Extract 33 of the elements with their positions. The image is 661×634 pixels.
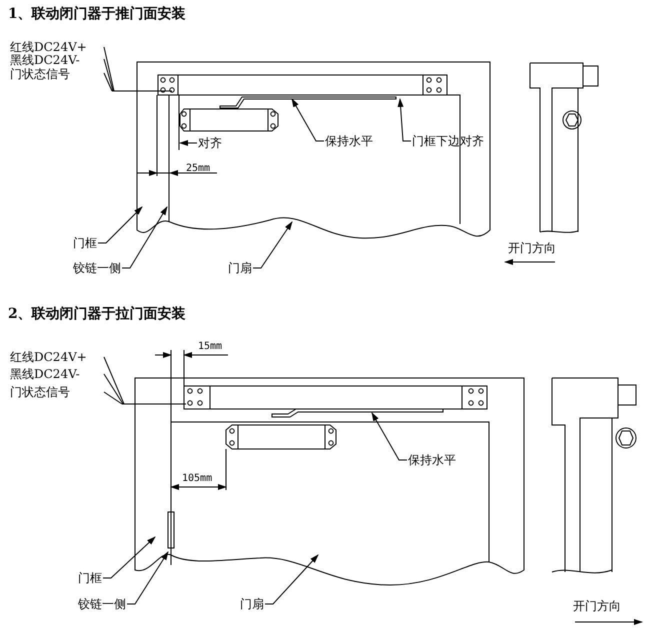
callout-label: 门扇	[240, 597, 264, 611]
leader-line	[179, 140, 198, 146]
callout-label: 对齐	[198, 136, 222, 150]
callout-label: 保持水平	[408, 453, 456, 467]
callout-label: 门扇	[228, 261, 252, 275]
leader-line	[252, 221, 293, 268]
wire-label: 红线DC24V+	[10, 350, 87, 364]
section-heading: 1、联动闭门器于推门面安装	[8, 5, 186, 23]
direction-label: 开门方向	[508, 241, 556, 255]
leader-line	[122, 206, 168, 268]
callout-label: 门框	[78, 571, 102, 585]
dimension-label: 25mm	[186, 162, 210, 176]
leader-line	[102, 536, 156, 578]
direction-label: 开门方向	[573, 599, 621, 613]
leader-line	[398, 98, 412, 142]
callout-label: 门框	[73, 236, 97, 250]
wire-label: 黑线DC24V-	[10, 53, 80, 67]
wire-label: 黑线DC24V-	[10, 367, 80, 381]
callout-label: 铰链一侧	[78, 597, 126, 611]
dimension-label: 15mm	[198, 340, 222, 354]
callout-label: 铰链一侧	[73, 261, 121, 275]
leader-line	[264, 554, 319, 604]
section-heading: 2、联动闭门器于拉门面安装	[8, 305, 186, 323]
dimension-label: 105mm	[182, 472, 212, 486]
wire-label: 红线DC24V+	[10, 40, 87, 54]
leader-line	[126, 551, 169, 604]
callout-label: 门框下边对齐	[412, 134, 484, 148]
leader-line	[98, 206, 143, 244]
callout-label: 保持水平	[325, 134, 373, 148]
wire-label: 门状态信号	[10, 67, 70, 81]
leader-line	[372, 412, 408, 460]
leader-line	[292, 98, 324, 142]
wire-label: 门状态信号	[10, 385, 70, 399]
